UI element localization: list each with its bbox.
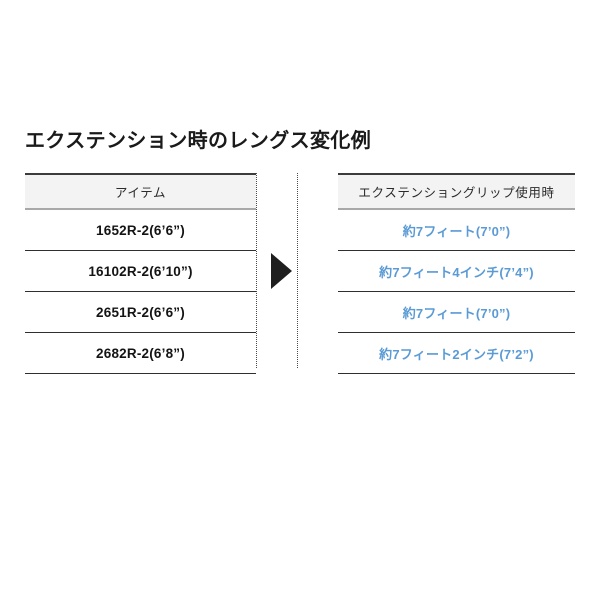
table-row: 16102R-2(6’10”) 約7フィート4インチ(7’4”): [25, 250, 575, 292]
table-row: 2682R-2(6’8”) 約7フィート2インチ(7’2”): [25, 332, 575, 374]
cell-gap-right: [297, 209, 338, 251]
cell-gap-left: [256, 332, 297, 374]
cell-item: 2682R-2(6’8”): [25, 332, 256, 374]
column-header-item: アイテム: [25, 173, 256, 210]
cell-gap-right: [297, 250, 338, 292]
cell-item: 1652R-2(6’6”): [25, 209, 256, 251]
cell-gap-left: [256, 291, 297, 333]
length-comparison-table-wrapper: アイテム エクステンショングリップ使用時 1652R-2(6’6”) 約7フィー…: [25, 173, 575, 374]
table-body: 1652R-2(6’6”) 約7フィート(7’0”) 16102R-2(6’10…: [25, 209, 575, 374]
cell-result: 約7フィート4インチ(7’4”): [338, 250, 575, 292]
cell-gap-right: [297, 332, 338, 374]
column-header-gap-right: [297, 173, 338, 210]
cell-gap-right: [297, 291, 338, 333]
table-row: 2651R-2(6’6”) 約7フィート(7’0”): [25, 291, 575, 333]
page-title: エクステンション時のレングス変化例: [25, 130, 372, 152]
column-header-gap-left: [256, 173, 297, 210]
cell-gap-left: [256, 209, 297, 251]
cell-result: 約7フィート(7’0”): [338, 209, 575, 251]
cell-gap-left: [256, 250, 297, 292]
cell-item: 2651R-2(6’6”): [25, 291, 256, 333]
length-comparison-table: アイテム エクステンショングリップ使用時 1652R-2(6’6”) 約7フィー…: [25, 173, 575, 374]
cell-result: 約7フィート(7’0”): [338, 291, 575, 333]
column-header-result: エクステンショングリップ使用時: [338, 173, 575, 210]
table-row: 1652R-2(6’6”) 約7フィート(7’0”): [25, 209, 575, 251]
cell-item: 16102R-2(6’10”): [25, 250, 256, 292]
table-header-row: アイテム エクステンショングリップ使用時: [25, 173, 575, 210]
cell-result: 約7フィート2インチ(7’2”): [338, 332, 575, 374]
table-header: アイテム エクステンショングリップ使用時: [25, 173, 575, 210]
